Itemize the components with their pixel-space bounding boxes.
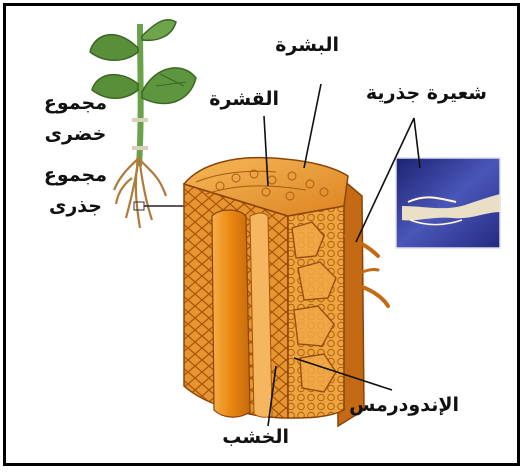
label-endodermis: الإندودرمس [349,394,459,416]
root-hair-inset [396,158,500,248]
endodermis-band [250,213,272,417]
diagram-frame: البشرة القشرة شعيرة جذرية مجموع خضرى مجم… [3,3,520,466]
leaf-upper-left [90,35,138,61]
label-xylem: الخشب [222,426,289,448]
plant-stem [139,24,141,166]
label-root-hair: شعيرة جذرية [366,82,487,104]
label-root-system: مجموع جذرى [44,164,107,217]
label-shoot-system: مجموع خضرى [44,92,107,145]
leaf-lower-right [142,68,196,104]
label-root-line-1: مجموع [44,164,107,186]
label-cortex: القشرة [209,88,279,110]
leader-epidermis [304,84,321,168]
xylem-core [212,210,250,417]
label-root-line-2: جذرى [44,195,107,217]
leaf-upper-right [142,20,176,41]
plant-roots [114,156,166,228]
label-shoot-line-1: مجموع [44,92,107,114]
label-shoot-line-2: خضرى [44,123,107,145]
label-epidermis: البشرة [275,34,339,56]
root-cross-section [184,158,388,426]
